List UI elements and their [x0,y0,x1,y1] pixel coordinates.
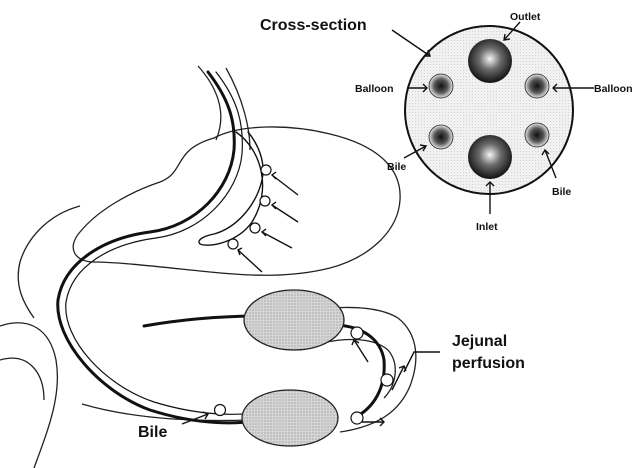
cross-section-label: Cross-section [260,17,367,34]
outlet-label: Outlet [510,11,541,23]
flow-arrow [262,232,292,248]
pointer-jejunal [404,352,440,372]
stomach-outline [73,127,400,275]
esophagus-outline [198,66,221,140]
anatomy-outlines [0,66,416,468]
lower-curve-outline [0,323,57,468]
balloon-lumen-left [429,74,453,98]
side-port [228,239,238,249]
jejunal-perfusion-label-line1: Jejunal [452,333,507,350]
side-port [215,405,226,416]
inlet-lumen [468,135,512,179]
outlet-lumen [468,39,512,83]
proximal-balloon [244,290,344,350]
pointer-cross-section [392,30,430,56]
flow-arrow [238,250,262,272]
balloon-label-left: Balloon [355,83,394,95]
bile-label-bottom: Bile [138,424,167,441]
bile-lumen-right [525,123,549,147]
side-port [351,327,363,339]
bile-lumen-left [429,125,453,149]
balloon-lumen-right [525,74,549,98]
flow-arrow [392,366,404,390]
balloon-label-right: Balloon [594,83,633,95]
side-port [260,196,270,206]
flow-arrow [354,340,368,362]
inlet-label: Inlet [476,221,498,233]
lower-curve-inner-outline [0,358,44,400]
side-port [250,223,260,233]
bile-label-left: Bile [387,161,406,173]
side-port [381,374,393,386]
flow-arrowhead [272,172,276,179]
bile-label-right: Bile [552,186,571,198]
jejunal-perfusion-label-line2: perfusion [452,355,525,372]
distal-balloon [242,390,338,446]
side-port [261,165,271,175]
flow-arrow [272,205,298,222]
side-port [351,412,363,424]
body-wall-outline [18,206,80,318]
